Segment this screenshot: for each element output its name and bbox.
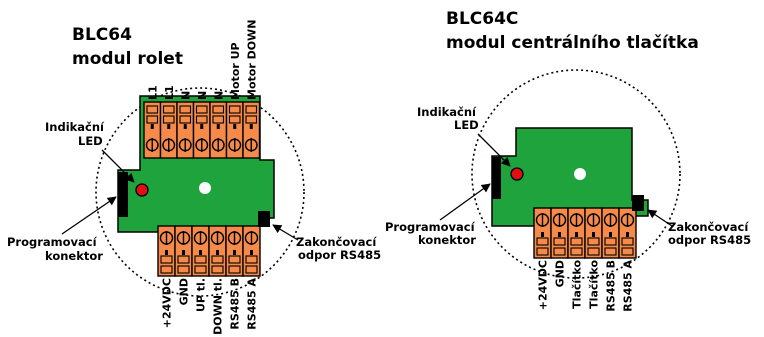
right-term-label-line2: odpor RS485 xyxy=(668,233,751,247)
left-top-terminal-1 xyxy=(143,101,162,159)
left-indicator-led xyxy=(135,183,149,197)
right-termination-resistor-jumper xyxy=(632,195,644,211)
right-led-arrow xyxy=(477,133,511,167)
left-top-terminal-4 xyxy=(192,101,211,159)
left-bottom-terminal-4 xyxy=(208,225,227,277)
right-bottom-terminal-block xyxy=(533,207,637,259)
left-term-label-line1: Zakončovací xyxy=(296,235,377,249)
right-bottom-pin-label-3: Tlačítko xyxy=(571,260,584,309)
left-bottom-terminal-6 xyxy=(242,225,261,277)
left-bottom-pin-labels: +24VDC GND UP tl. DOWN tl. RS485 B RS485 A xyxy=(161,278,259,335)
left-mounting-hole xyxy=(199,182,211,194)
right-bottom-terminal-1 xyxy=(533,207,552,259)
left-top-pin-label-6: Motor UP xyxy=(229,42,242,100)
right-bottom-pin-label-1: +24VDC xyxy=(537,260,550,310)
right-bottom-pin-label-4: Tlačítko xyxy=(588,260,601,309)
right-prog-label-line2: konektor xyxy=(418,233,476,247)
left-bottom-terminal-1 xyxy=(157,225,176,277)
left-top-terminal-3 xyxy=(176,101,195,159)
right-title-line1: BLC64C xyxy=(446,9,518,29)
left-bottom-terminal-5 xyxy=(225,225,244,277)
left-top-terminal-7 xyxy=(242,101,261,159)
left-prog-label-line1: Programovací xyxy=(7,235,98,249)
left-module: BLC64 modul rolet Indikační LED Programo… xyxy=(7,20,381,335)
left-top-pin-label-3: N xyxy=(179,91,192,100)
left-bottom-pin-label-1: +24VDC xyxy=(161,278,174,328)
left-led-label-line1: Indikační xyxy=(45,120,105,134)
right-bottom-terminal-4 xyxy=(584,207,603,259)
left-bottom-pin-label-4: DOWN tl. xyxy=(212,278,225,335)
right-bottom-pin-label-6: RS485 A xyxy=(622,260,635,312)
right-title-line2: modul centrálního tlačítka xyxy=(446,33,699,53)
right-bottom-terminal-6 xyxy=(618,207,637,259)
right-mounting-hole xyxy=(574,168,586,180)
left-top-pin-label-5: N xyxy=(212,91,225,100)
left-top-terminal-5 xyxy=(209,101,228,159)
right-bottom-pin-labels: +24VDC GND Tlačítko Tlačítko RS485 B RS485 A xyxy=(537,260,635,312)
left-top-pin-label-4: N xyxy=(196,91,209,100)
left-termination-resistor-jumper xyxy=(258,211,270,227)
left-title-line1: BLC64 xyxy=(72,25,132,45)
left-bottom-terminal-2 xyxy=(174,225,193,277)
left-bottom-pin-label-2: GND xyxy=(178,278,191,305)
left-term-arrow xyxy=(272,224,299,241)
left-mounting-outline xyxy=(95,87,305,297)
left-bottom-terminal-3 xyxy=(191,225,210,277)
right-bottom-terminal-3 xyxy=(567,207,586,259)
right-led-label-line1: Indikační xyxy=(417,105,477,119)
right-bottom-terminal-2 xyxy=(550,207,569,259)
right-bottom-terminal-5 xyxy=(601,207,620,259)
right-bottom-pin-label-5: RS485 B xyxy=(605,260,618,312)
left-prog-label-line2: konektor xyxy=(45,249,103,263)
right-prog-arrow xyxy=(439,183,491,221)
left-bottom-pin-label-6: RS485 A xyxy=(246,278,259,330)
left-top-pin-label-7: Motor DOWN xyxy=(245,20,258,100)
left-led-label-line2: LED xyxy=(78,134,103,148)
left-top-terminal-2 xyxy=(159,101,178,159)
left-term-label-line2: odpor RS485 xyxy=(298,248,381,262)
right-term-arrow xyxy=(647,209,673,227)
left-top-terminal-6 xyxy=(225,101,244,159)
left-programming-connector xyxy=(118,172,128,217)
left-top-pin-label-2: L1 xyxy=(163,85,176,100)
left-prog-arrow xyxy=(61,196,117,235)
right-mounting-outline xyxy=(471,69,681,279)
right-term-label-line1: Zakončovací xyxy=(668,220,749,234)
right-programming-connector xyxy=(492,157,501,199)
right-prog-label-line1: Programovací xyxy=(385,220,476,234)
right-indicator-led xyxy=(510,167,524,181)
right-bottom-pin-label-2: GND xyxy=(554,260,567,287)
right-led-label-line2: LED xyxy=(454,118,479,132)
left-top-pin-label-1: L1 xyxy=(146,85,159,100)
left-top-terminal-block xyxy=(143,101,261,159)
right-module: BLC64C modul centrálního tlačítka Indika… xyxy=(385,9,751,312)
left-title-line2: modul rolet xyxy=(72,49,183,69)
left-bottom-terminal-block xyxy=(157,225,261,277)
left-led-arrow xyxy=(101,149,135,183)
left-bottom-pin-label-5: RS485 B xyxy=(229,278,242,330)
left-bottom-pin-label-3: UP tl. xyxy=(195,278,208,312)
